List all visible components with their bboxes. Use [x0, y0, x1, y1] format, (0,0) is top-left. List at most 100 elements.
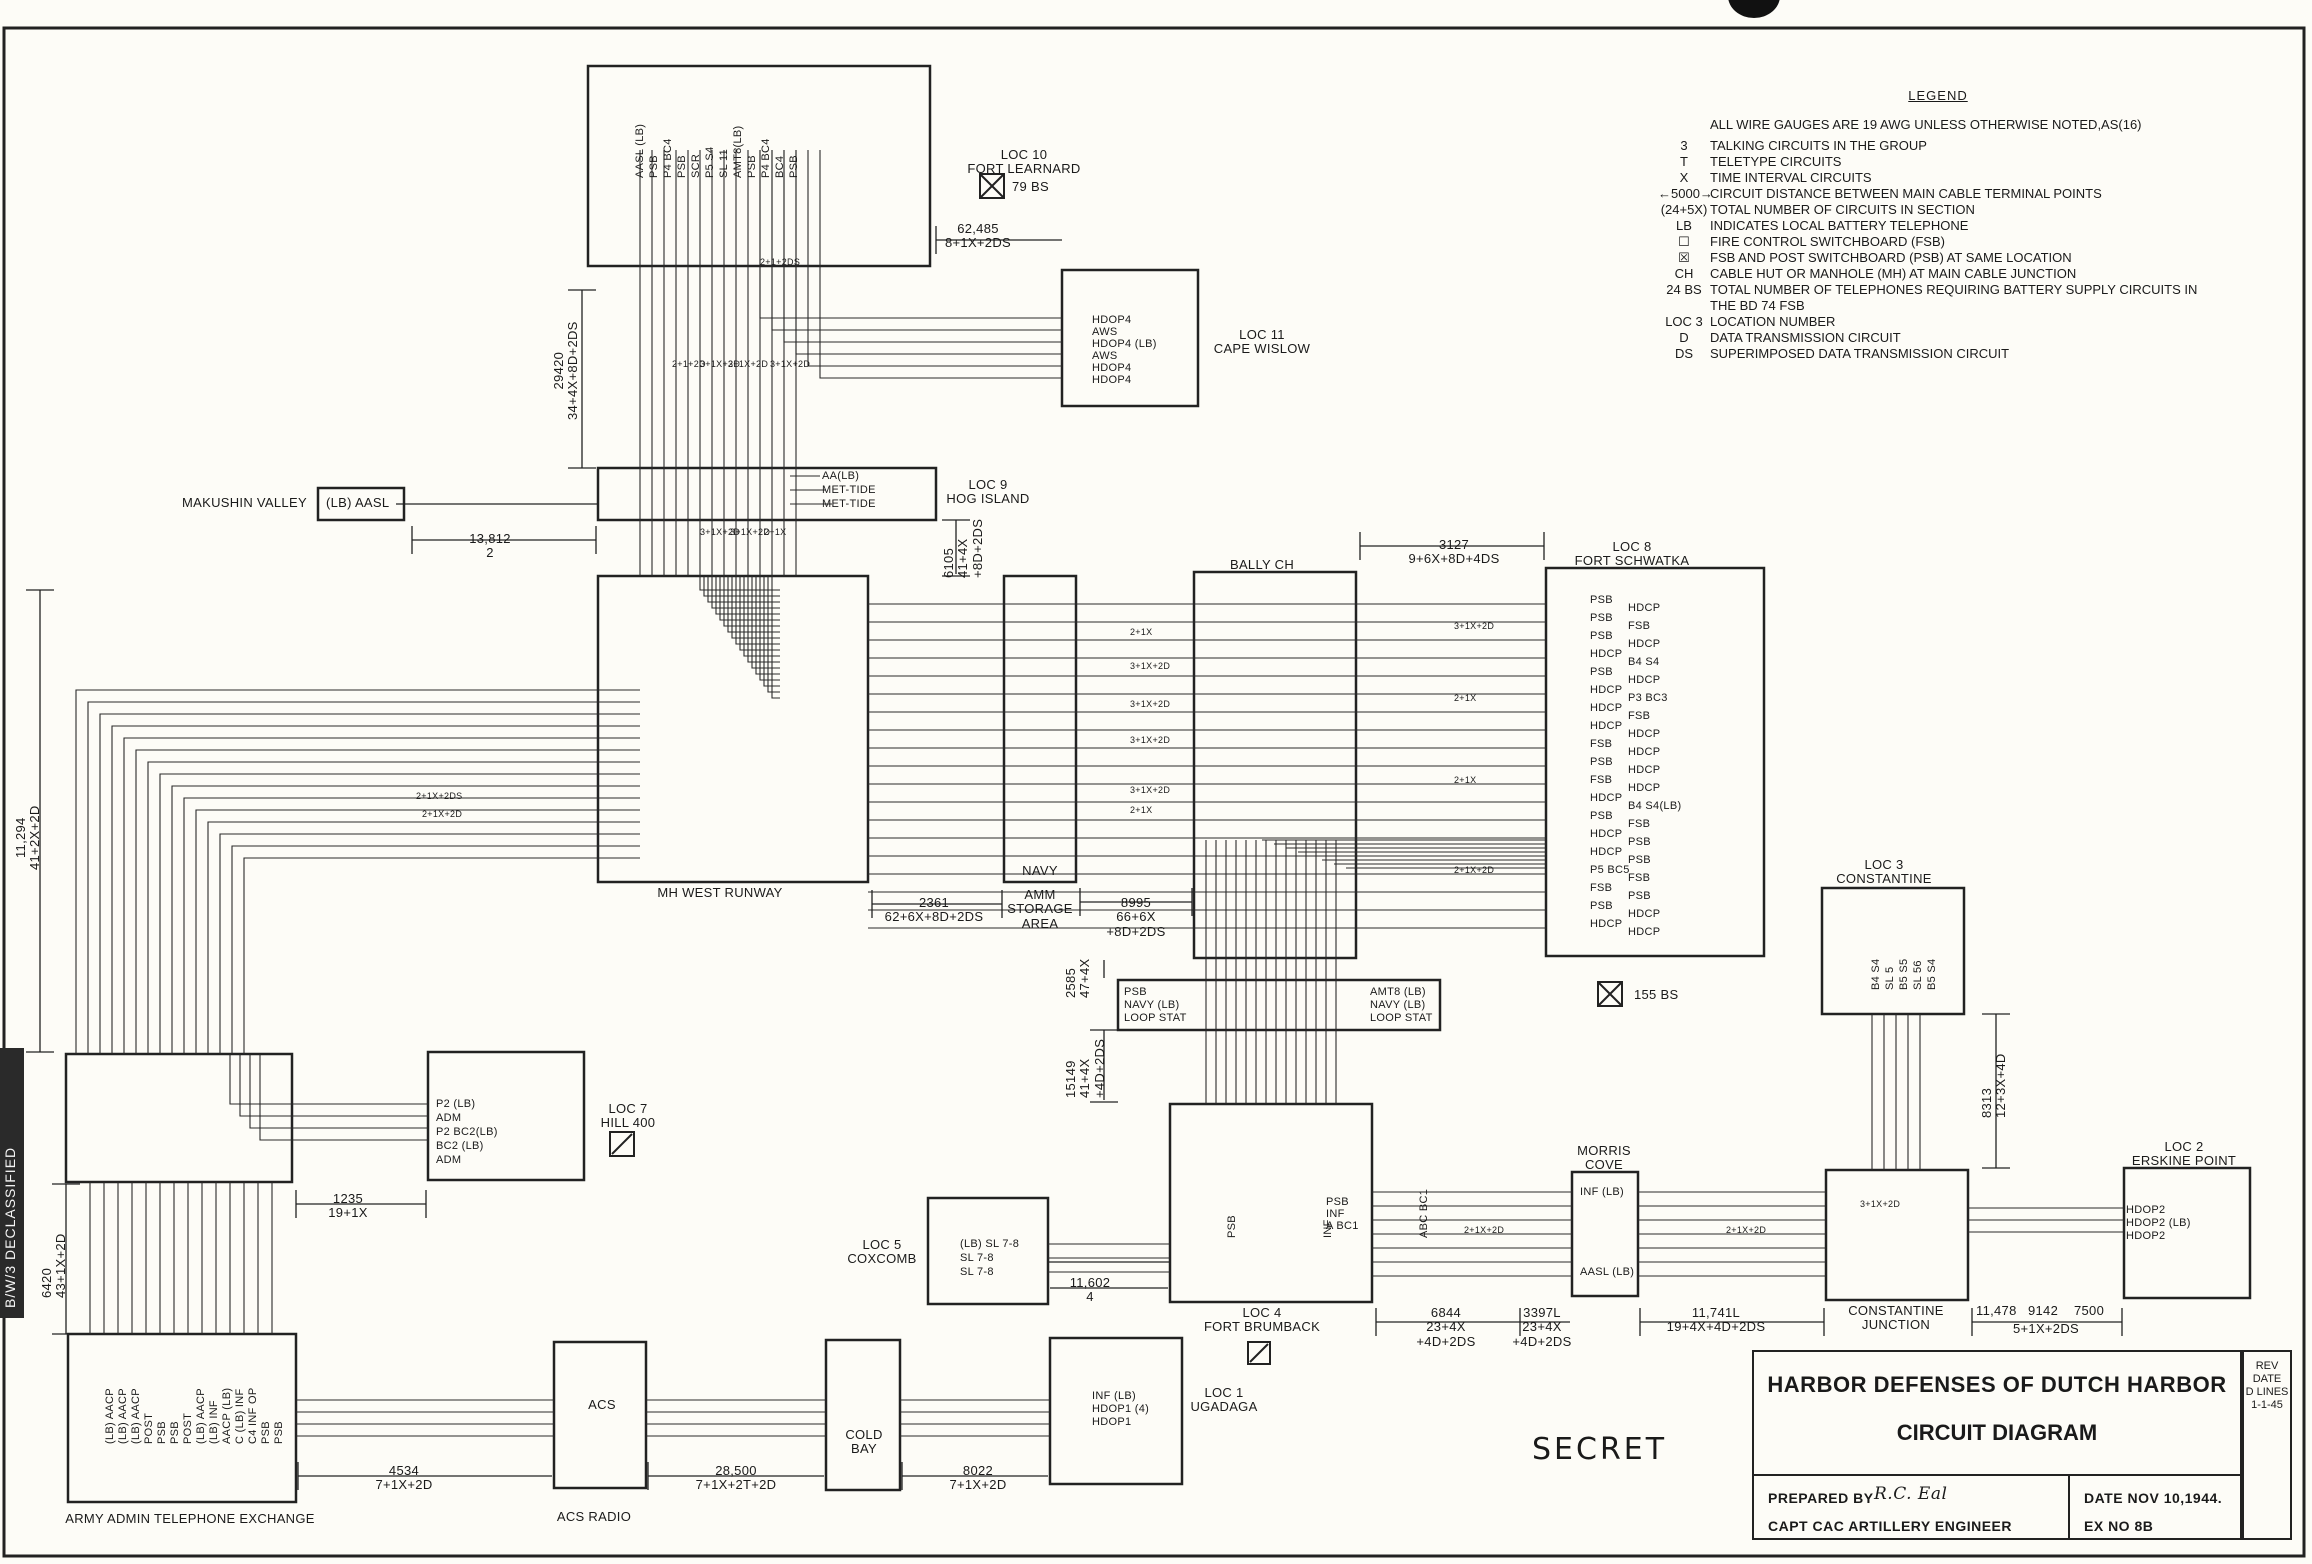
legend-description: DATA TRANSMISSION CIRCUIT	[1710, 330, 1901, 345]
legend-symbol: X	[1679, 170, 1689, 185]
army-admin-terminal-label: (LB) AACP	[117, 1388, 129, 1444]
loc8-left-terminal-label: PSB	[1590, 900, 1613, 912]
loc11-terminal-label: HDOP4	[1092, 314, 1132, 326]
loc8-left-terminal-label: PSB	[1590, 756, 1613, 768]
block-constantine-junction	[1824, 1168, 1970, 1302]
rev-change: D LINES	[2245, 1386, 2289, 1398]
army-admin-terminal-label: C4 INF OP	[247, 1387, 259, 1445]
title-block: HARBOR DEFENSES OF DUTCH HARBOR CIRCUIT …	[1752, 1350, 2242, 1540]
signature: R.C. Eal	[1874, 1484, 1948, 1504]
drawing-subtitle: CIRCUIT DIAGRAM	[1896, 1420, 2098, 1445]
loc8-right-terminal-label: HDCP	[1628, 638, 1661, 650]
block-fort-brumback	[1168, 1102, 1374, 1304]
acs-radio-label: ACS RADIO	[556, 1509, 632, 1524]
cable-pair	[195, 809, 640, 1054]
loop-stat-left-label: PSB	[1124, 986, 1147, 998]
loc8-right-terminal-label: HDCP	[1628, 674, 1661, 686]
block-fort-schwatka	[1544, 566, 1766, 958]
army-admin-terminal-label: PSB	[260, 1421, 272, 1444]
cable-pair	[243, 857, 640, 1054]
loc1-terminal-label: HDOP1	[1092, 1416, 1132, 1428]
loc8-right-terminal-label: HDCP	[1628, 926, 1661, 938]
cable-pair	[207, 821, 640, 1054]
cable-count-mark: 2+1X+2D	[422, 809, 463, 819]
loc1-terminal-label: HDOP1 (4)	[1092, 1403, 1150, 1415]
legend-symbol: LOC 3	[1665, 314, 1703, 329]
fsb-symbol-loc4	[1247, 1341, 1271, 1365]
acs-label: ACS	[588, 1397, 616, 1412]
army-admin-terminal-label: C (LB) INF	[234, 1388, 246, 1444]
cable-count-mark: 3+1X+2D	[1130, 735, 1171, 745]
fsb-psb-symbol-loc8	[1597, 981, 1623, 1007]
cable-pair	[759, 576, 780, 681]
cable-count-mark: 2+1X+2DS	[416, 791, 463, 801]
loc2-terminal-label: HDOP2	[2126, 1230, 2166, 1242]
cable-bundles	[75, 150, 2124, 1437]
dimension-lines	[26, 226, 2123, 1490]
cable-count-mark: 3+1X+2D	[1860, 1199, 1901, 1209]
cable-pair	[795, 150, 1062, 355]
cable-pair	[259, 1054, 428, 1141]
loc8-left-terminal-label: FSB	[1590, 882, 1613, 894]
cable-count-mark: 3+1X+2D	[1130, 785, 1171, 795]
cable-pair	[807, 150, 1062, 367]
army-admin-label: ARMY ADMIN TELEPHONE EXCHANGE	[65, 1511, 315, 1526]
legend-description: SUPERIMPOSED DATA TRANSMISSION CIRCUIT	[1710, 346, 2010, 361]
rev-date: 1-1-45	[2251, 1399, 2283, 1411]
loc8-right-terminal-label: FSB	[1628, 818, 1651, 830]
loc8-left-terminal-label: PSB	[1590, 594, 1613, 606]
loc8-left-terminal-label: HDCP	[1590, 702, 1623, 714]
loc8-right-terminal-label: P3 BC3	[1628, 692, 1668, 704]
cable-pair	[751, 576, 780, 669]
loc7-terminal-label: P2 BC2(LB)	[436, 1126, 498, 1138]
loc8-right-terminal-label: HDCP	[1628, 746, 1661, 758]
switchboard-symbols	[609, 173, 1623, 1365]
cable-pair	[87, 701, 640, 1054]
exhibit-number: EX NO 8B	[2084, 1518, 2154, 1534]
loop-stat-right-label: AMT8 (LB)	[1370, 986, 1426, 998]
loop-stat-left-label: NAVY (LB)	[1124, 999, 1180, 1011]
dist-11478: 11,478	[1976, 1303, 2017, 1318]
cable-pair	[759, 150, 1062, 319]
cable-pair	[763, 576, 780, 687]
army-admin-terminal-label: (LB) AACP	[104, 1388, 116, 1444]
loc10-terminal-label: SCR	[690, 153, 702, 178]
cable-pair	[739, 576, 780, 651]
loc8-left-terminal-label: HDCP	[1590, 720, 1623, 732]
loc11-terminal-label: AWS	[1092, 326, 1118, 338]
legend-symbol: DS	[1674, 346, 1694, 361]
loc8-left-terminal-label: PSB	[1590, 666, 1613, 678]
dist-7500: 7500	[2074, 1303, 2105, 1318]
loop-stat-left-label: LOOP STAT	[1124, 1012, 1187, 1024]
cable-pair	[111, 725, 640, 1054]
loc8-right-terminal-label: HDCP	[1628, 908, 1661, 920]
loc8-left-terminal-label: HDCP	[1590, 828, 1623, 840]
legend-row: ←5000→CIRCUIT DISTANCE BETWEEN MAIN CABL…	[1658, 186, 2218, 202]
cable-count-mark: 3+1X+2D	[1130, 661, 1171, 671]
makushin-label: MAKUSHIN VALLEY	[182, 495, 307, 510]
loc8-right-terminal-label: HDCP	[1628, 728, 1661, 740]
loc8-left-terminal-label: FSB	[1590, 774, 1613, 786]
title-divider-vertical	[2068, 1474, 2070, 1538]
cable-count-mark: 2+1X	[1454, 775, 1477, 785]
block-army-admin	[66, 1332, 298, 1504]
loc8-right-terminal-label: FSB	[1628, 710, 1651, 722]
loc3-terminal-label: B4 S4	[1870, 958, 1882, 990]
